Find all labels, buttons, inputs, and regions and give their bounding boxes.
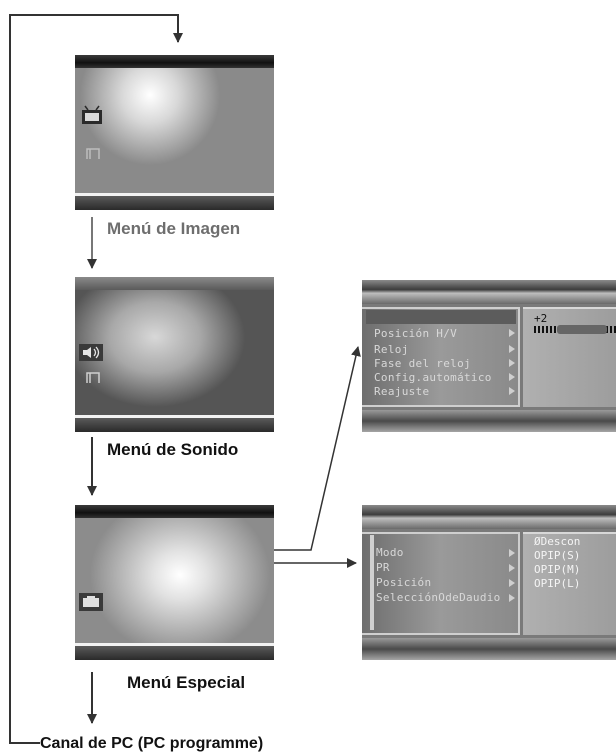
chevron-right-icon (509, 549, 515, 557)
menu-item[interactable]: Config.automático (374, 371, 492, 384)
loop-line (9, 14, 183, 744)
menu-item[interactable]: Reloj (374, 343, 409, 356)
caption-imagen: Menú de Imagen (107, 219, 241, 238)
caption-pc: Canal de PC (PC programme) (40, 735, 264, 752)
unknown-icon (86, 371, 100, 383)
menu-item[interactable]: Modo (376, 546, 404, 559)
chevron-right-icon (509, 373, 515, 381)
screen-imagen (75, 55, 274, 210)
screen-submenu: Posición H/V Reloj Fase del reloj Config… (362, 280, 616, 432)
chevron-right-icon (509, 594, 515, 602)
menu-item[interactable]: Reajuste (374, 385, 430, 398)
chevron-right-icon (509, 387, 515, 395)
chevron-right-icon (509, 345, 515, 353)
menu-item[interactable]: Posición (376, 576, 432, 589)
slider-thumb[interactable] (557, 325, 607, 334)
option-item[interactable]: OPIP(M) (534, 563, 581, 576)
tv-icon (81, 105, 103, 125)
menu-item[interactable]: PR (376, 561, 390, 574)
option-item[interactable]: OPIP(L) (534, 577, 581, 590)
chevron-right-icon (509, 329, 515, 337)
speaker-icon (79, 344, 103, 361)
menu-item[interactable]: SelecciónOdeDaudio (376, 591, 501, 604)
caption-especial: Menú Especial (127, 673, 246, 692)
chevron-right-icon (509, 579, 515, 587)
menu-item[interactable]: Fase del reloj (374, 357, 471, 370)
option-item[interactable]: ØDescon (534, 535, 581, 548)
arrow-to-screen-menu (274, 346, 361, 551)
caption-sonido: Menú de Sonido (107, 440, 239, 459)
screen-sonido (75, 277, 274, 432)
chevron-right-icon (509, 564, 515, 572)
unknown-icon (86, 147, 100, 159)
slider-value: +2 (534, 312, 548, 325)
screen-especial (75, 505, 274, 660)
option-item[interactable]: OPIP(S) (534, 549, 581, 562)
chevron-right-icon (509, 359, 515, 367)
menu-item[interactable]: Posición H/V (374, 327, 458, 340)
special-icon (79, 593, 103, 611)
pip-submenu: Modo PR Posición SelecciónOdeDaudio ØDes… (362, 505, 616, 660)
